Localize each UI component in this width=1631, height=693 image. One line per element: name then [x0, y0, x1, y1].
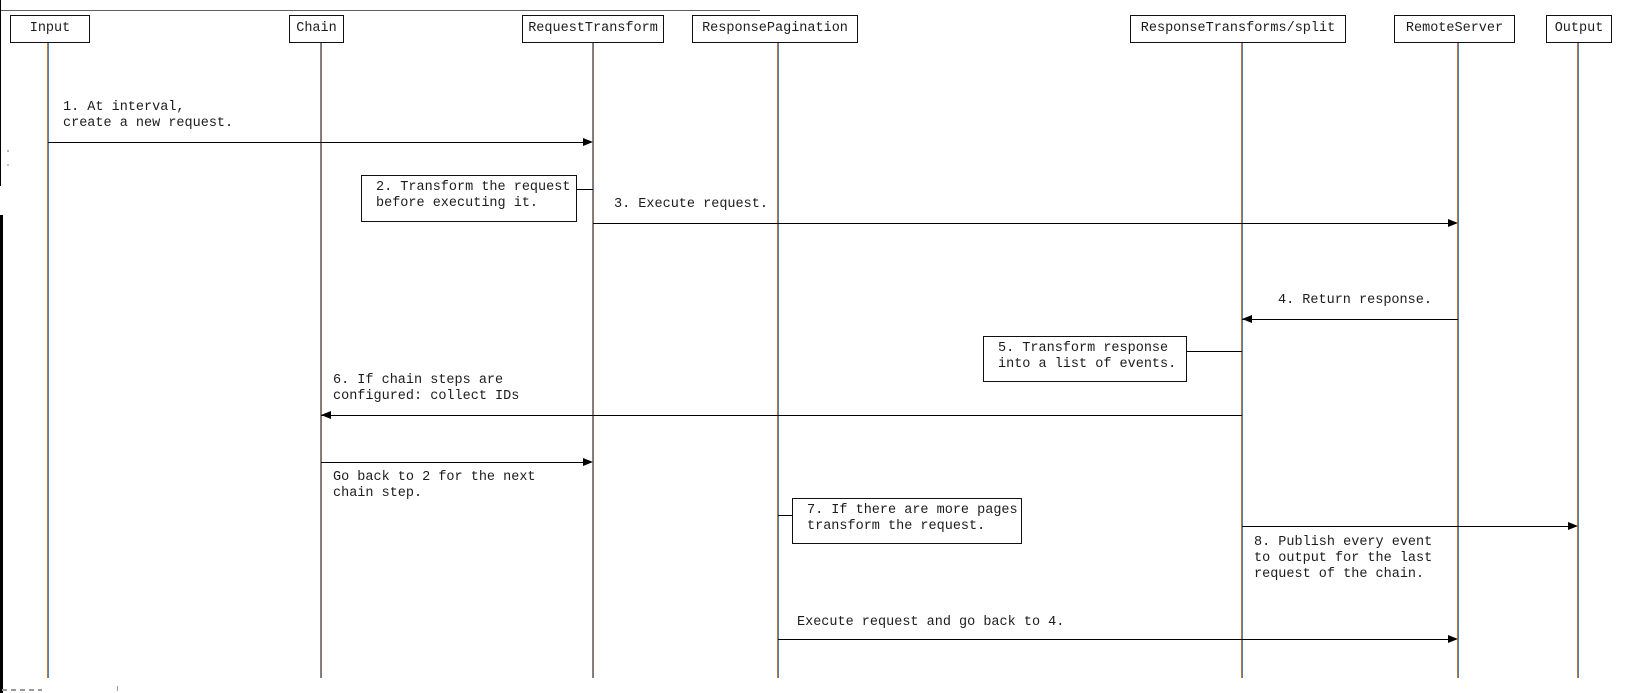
participant-box-chain: Chain	[289, 15, 344, 43]
message-arrow-msg-6	[321, 415, 1242, 416]
arrowhead-msg-goback-4	[1448, 635, 1458, 643]
message-arrow-msg-4	[1242, 319, 1458, 320]
message-arrow-msg-goback-2	[321, 462, 591, 463]
participant-label-response-transforms-split: ResponseTransforms/split	[1140, 21, 1336, 36]
lifeline-remote-server	[1457, 43, 1459, 678]
bottom-cropped-text-tick	[117, 686, 118, 691]
message-arrow-msg-1	[48, 142, 591, 143]
message-label-msg-goback-2: Go back to 2 for the next chain step.	[333, 470, 536, 501]
arrowhead-msg-goback-2	[583, 458, 593, 466]
message-label-msg-1: 1. At interval, create a new request.	[63, 100, 234, 131]
message-arrow-msg-3	[593, 223, 1456, 224]
bottom-cropped-text-dashes	[2, 689, 42, 691]
arrowhead-msg-1	[583, 138, 593, 146]
participant-box-request-transform: RequestTransform	[522, 15, 664, 43]
note-box-note-2: 2. Transform the request before executin…	[361, 175, 577, 222]
participant-box-output: Output	[1546, 15, 1612, 43]
participant-label-response-pagination: ResponsePagination	[702, 21, 848, 36]
participant-label-input: Input	[29, 21, 71, 36]
participant-box-response-transforms-split: ResponseTransforms/split	[1130, 15, 1346, 43]
message-label-msg-6: 6. If chain steps are configured: collec…	[333, 373, 520, 404]
note-connector-note-7	[778, 515, 792, 516]
participant-box-input: Input	[10, 15, 90, 43]
message-arrow-msg-8	[1242, 526, 1576, 527]
message-label-msg-goback-4: Execute request and go back to 4.	[797, 615, 1065, 630]
participant-box-response-pagination: ResponsePagination	[692, 15, 858, 43]
message-arrow-msg-goback-4	[778, 639, 1456, 640]
message-label-msg-8: 8. Publish every event to output for the…	[1254, 535, 1433, 582]
message-label-msg-3: 3. Execute request.	[614, 197, 768, 212]
arrowhead-msg-3	[1448, 219, 1458, 227]
message-label-msg-4: 4. Return response.	[1278, 293, 1432, 308]
lifeline-response-pagination	[777, 43, 779, 678]
lifeline-chain	[320, 43, 322, 678]
participant-label-output: Output	[1554, 21, 1604, 36]
lifeline-output	[1577, 43, 1579, 678]
top-rule-line	[0, 10, 760, 11]
lifeline-input	[47, 43, 49, 678]
lifeline-request-transform	[592, 43, 594, 678]
note-connector-note-2	[577, 189, 593, 190]
left-colon-dot-2	[7, 164, 9, 166]
arrowhead-msg-4	[1242, 315, 1252, 323]
participant-label-chain: Chain	[296, 21, 337, 36]
note-connector-note-5	[1187, 351, 1242, 352]
left-border-upper	[0, 0, 1, 186]
participant-label-remote-server: RemoteServer	[1405, 21, 1504, 36]
arrowhead-msg-8	[1568, 522, 1578, 530]
arrowhead-msg-6	[321, 411, 331, 419]
participant-box-remote-server: RemoteServer	[1394, 15, 1515, 43]
note-box-note-5: 5. Transform response into a list of eve…	[983, 336, 1187, 382]
left-border-lower	[0, 215, 3, 693]
lifeline-response-transforms-split	[1241, 43, 1243, 678]
left-colon-dot-1	[7, 150, 9, 152]
participant-label-request-transform: RequestTransform	[528, 21, 658, 36]
note-box-note-7: 7. If there are more pages transform the…	[792, 498, 1022, 544]
